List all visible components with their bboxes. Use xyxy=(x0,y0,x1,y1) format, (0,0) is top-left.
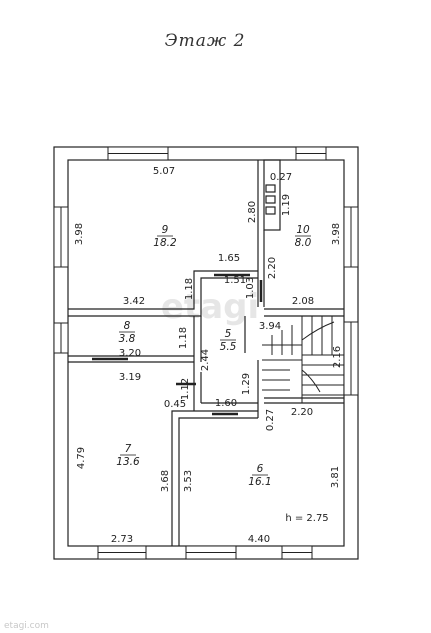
room-6-number: 6 xyxy=(257,463,264,475)
room-5-area: 5.5 xyxy=(220,341,237,353)
dim-3-53: 3.53 xyxy=(183,470,194,492)
ceiling-height-note: h = 2.75 xyxy=(285,513,328,524)
dim-3-98-right: 3.98 xyxy=(331,223,342,245)
dim-1-60: 1.60 xyxy=(215,398,237,409)
dim-3-98-left: 3.98 xyxy=(74,223,85,245)
room-labels: 9 18.2 10 8.0 8 3.8 5 5.5 7 13.6 6 16.1 xyxy=(116,224,311,488)
staircase xyxy=(262,315,345,404)
room-7-area: 13.6 xyxy=(116,456,140,468)
room-8-number: 8 xyxy=(124,320,131,332)
ventilation-shaft xyxy=(265,184,276,193)
dim-3-42: 3.42 xyxy=(123,296,145,307)
dim-3-94: 3.94 xyxy=(259,321,281,332)
dim-1-18-mid: 1.18 xyxy=(178,327,189,349)
room-5-number: 5 xyxy=(225,328,232,340)
dim-2-08: 2.08 xyxy=(292,296,314,307)
dim-4-40: 4.40 xyxy=(248,534,270,545)
dim-1-51: 1.51 xyxy=(224,275,246,286)
dim-1-12: 1.12 xyxy=(180,378,191,400)
room-8-area: 3.8 xyxy=(119,333,136,345)
watermark: etagi xyxy=(161,287,259,327)
windows xyxy=(53,146,359,560)
dim-2-44: 2.44 xyxy=(200,349,211,371)
floor-title: Этаж 2 xyxy=(165,31,246,51)
room-10-number: 10 xyxy=(296,224,310,236)
dim-1-29: 1.29 xyxy=(241,373,252,395)
dim-2-80: 2.80 xyxy=(247,201,258,223)
dim-2-73: 2.73 xyxy=(111,534,133,545)
dim-1-03: 1.03 xyxy=(245,277,256,299)
doors xyxy=(92,273,263,416)
dimension-labels: 5.07 0.27 1.65 1.51 3.42 2.08 3.94 3.20 … xyxy=(74,166,343,545)
dim-3-68: 3.68 xyxy=(160,470,171,492)
corner-watermark: etagi.com xyxy=(4,621,49,631)
dim-2-20-vertical: 2.20 xyxy=(267,257,278,279)
dim-1-18-top: 1.18 xyxy=(184,278,195,300)
room-7-number: 7 xyxy=(125,443,132,455)
room-10-area: 8.0 xyxy=(295,237,312,249)
dim-2-20-horizontal: 2.20 xyxy=(291,407,313,418)
dim-0-45: 0.45 xyxy=(164,399,186,410)
dim-3-19: 3.19 xyxy=(119,372,141,383)
room-6-area: 16.1 xyxy=(248,476,271,488)
dim-5-07: 5.07 xyxy=(153,166,175,177)
dim-0-27-top: 0.27 xyxy=(270,172,292,183)
dim-1-19: 1.19 xyxy=(281,194,292,216)
dim-3-20: 3.20 xyxy=(119,348,141,359)
dim-3-81: 3.81 xyxy=(330,466,341,488)
dim-2-16: 2.16 xyxy=(332,346,343,368)
dim-1-65: 1.65 xyxy=(218,253,240,264)
dim-0-27-bottom: 0.27 xyxy=(265,409,276,431)
room-9-number: 9 xyxy=(162,224,169,236)
dim-4-79: 4.79 xyxy=(76,447,87,469)
room-9-area: 18.2 xyxy=(153,237,177,249)
